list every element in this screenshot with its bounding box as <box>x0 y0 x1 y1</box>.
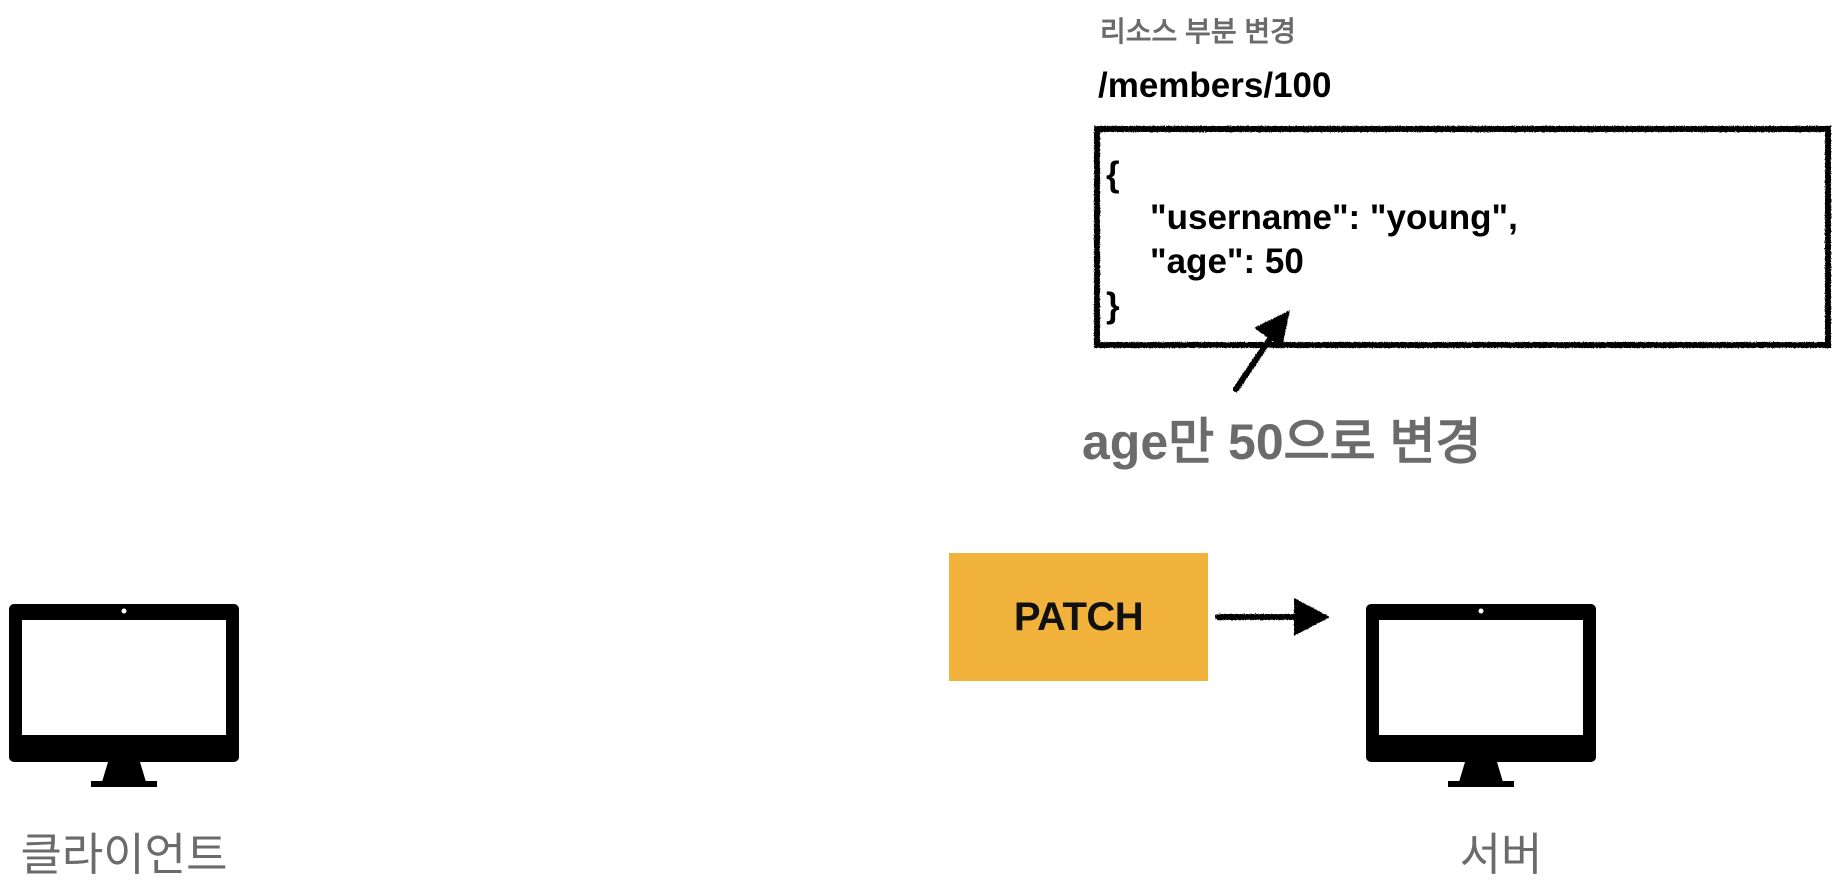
resource-caption: 리소스 부분 변경 <box>1100 16 1296 47</box>
request-arrow <box>1215 598 1330 636</box>
json-username-line: "username": "young", <box>1150 198 1518 237</box>
json-age-line: "age": 50 <box>1150 242 1304 281</box>
client-label: 클라이언트 <box>20 829 228 880</box>
server-monitor-icon <box>1366 604 1596 787</box>
server-label: 서버 <box>1459 829 1543 880</box>
resource-body-frame <box>1094 126 1831 348</box>
json-close-brace: } <box>1106 286 1120 325</box>
method-label: PATCH <box>1013 594 1144 639</box>
annotation-arrow <box>1233 310 1290 392</box>
method-badge: PATCH <box>949 553 1208 681</box>
resource-path: /members/100 <box>1098 66 1332 105</box>
change-annotation: age만 50으로 변경 <box>1082 414 1482 470</box>
client-monitor-icon <box>9 604 239 787</box>
json-open-brace: { <box>1106 155 1120 194</box>
